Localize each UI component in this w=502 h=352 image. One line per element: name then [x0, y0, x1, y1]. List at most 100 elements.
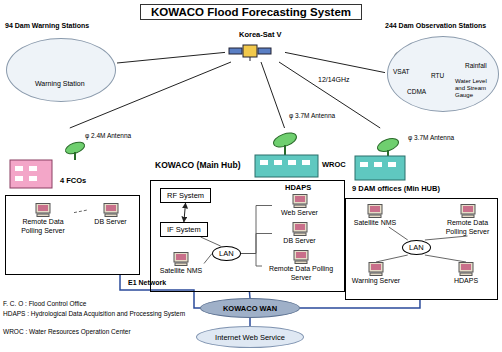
abbreviation-note: WROC : Water Resources Operation Center: [3, 328, 188, 336]
satellite-icon: [243, 45, 257, 57]
wroc-building: [260, 160, 268, 165]
node-text: KOWACO (Main Hub): [155, 160, 240, 170]
connector: [184, 203, 186, 222]
computer-icon: [364, 204, 386, 218]
computer-node: Web Server: [272, 194, 327, 217]
office-group: Remote Data Polling Server DB Server 4 FCO…: [5, 128, 140, 275]
station-cloud: 244 Dam Observation StationsVSATRainfall…: [385, 22, 500, 114]
computer-node: Remote Data Polling Server: [262, 250, 340, 282]
fco-building: [29, 166, 37, 171]
station-cloud: 94 Dam Warning StationsWarning Station: [5, 22, 117, 104]
computer-node: Satellite NMS: [158, 252, 204, 275]
lan-ellipse: LAN: [212, 246, 241, 261]
connector: [249, 318, 251, 326]
dam-antenna: [376, 136, 400, 156]
diagram-title: KOWACO Flood Forecasting System: [140, 4, 362, 20]
abbreviation-note: HDAPS : Hydrological Data Acquisition an…: [3, 310, 188, 318]
node-text: 4 FCOs: [60, 176, 86, 185]
node-text: 9 DAM offices (Min HUB): [352, 184, 440, 193]
connector: [201, 237, 221, 246]
connector: [74, 210, 88, 213]
node-text: RTU: [431, 72, 444, 80]
node-text: KOWACO WAN: [223, 304, 277, 313]
node-text: 94 Dam Warning Stations: [5, 22, 89, 30]
computer-node: HDAPS: [445, 262, 487, 285]
node-text: DB Server: [88, 217, 133, 226]
abbreviation-note: F. C. O : Flood Control Office: [3, 300, 188, 308]
computer-node: Remote Data Polling Server: [440, 204, 495, 236]
connector: [425, 236, 468, 240]
annotation-label: HDAPS: [285, 183, 311, 192]
node-text: LAN: [219, 249, 234, 258]
fco-building: [15, 176, 23, 181]
fco-building: [29, 176, 37, 181]
process-box: IF System: [160, 222, 208, 237]
connector: [389, 227, 408, 240]
node-text: Warning Server: [350, 276, 402, 285]
satellite-icon: [258, 48, 271, 54]
node-text: LAN: [409, 243, 424, 252]
node-text: DB Server: [272, 236, 327, 245]
computer-node: DB Server: [272, 222, 327, 245]
office-group: Satellite NMS LAN Remote Data Polling Serv…: [345, 128, 498, 300]
satellite-icon: [250, 57, 251, 61]
internet-cloud: Internet Web Service: [196, 326, 304, 348]
node-text: Water Level and Stream Gauge: [455, 78, 491, 100]
node-text: RF System: [167, 191, 204, 200]
computer-node: DB Server: [88, 203, 133, 226]
node-text: Internet Web Service: [215, 333, 285, 342]
connector: [117, 52, 225, 63]
satellite-icon: [229, 48, 242, 54]
computer-icon: [100, 203, 122, 217]
annotation-label: φ 2.4M Antenna: [85, 132, 131, 140]
computer-icon: [170, 252, 192, 266]
node-text: Satellite NMS: [158, 266, 204, 275]
connector: [241, 206, 272, 254]
computer-icon: [457, 204, 479, 218]
fco-building: [10, 160, 52, 188]
connector: [241, 254, 262, 267]
node-text: CDMA: [407, 88, 426, 96]
dam-building: [388, 162, 396, 167]
connector: [285, 52, 385, 72]
computer-node: Satellite NMS: [352, 204, 398, 227]
node-text: Remote Data Polling Server: [440, 218, 495, 236]
wroc-building: [255, 155, 318, 177]
annotation-label: 12/14GHz: [318, 76, 350, 84]
wan-cloud: KOWACO WAN: [200, 298, 300, 318]
annotation-label: WROC: [322, 160, 346, 169]
node-text: Rainfall: [465, 62, 487, 70]
computer-icon: [289, 194, 311, 208]
dam-antenna: [387, 150, 389, 156]
connector: [425, 255, 466, 262]
fco-antenna: [64, 140, 86, 160]
connector: [376, 255, 408, 262]
node-text: Web Server: [272, 208, 327, 217]
dam-building: [355, 156, 405, 180]
connector: [204, 254, 212, 264]
connector: [241, 234, 272, 254]
computer-node: Remote Data Polling Server: [12, 203, 74, 235]
node-outline: [6, 38, 116, 102]
connector: [279, 62, 380, 128]
connector: [261, 62, 285, 128]
computer-icon: [290, 250, 312, 264]
computer-icon: [365, 262, 387, 276]
computer-icon: [289, 222, 311, 236]
fco-antenna: [74, 152, 76, 160]
node-text: Korea-Sat V: [239, 30, 282, 39]
annotation-label: φ 3.7M Antenna: [408, 134, 454, 142]
dam-building: [360, 162, 368, 167]
node-text: Remote Data Polling Server: [262, 264, 340, 282]
node-text: Satellite NMS: [352, 218, 398, 227]
computer-icon: [455, 262, 477, 276]
annotation-label: E1 Network: [128, 279, 166, 287]
dam-building: [355, 156, 405, 180]
fco-building: [15, 166, 23, 171]
computer-icon: [32, 203, 54, 217]
node-text: IF System: [167, 225, 201, 234]
fco-building: [10, 160, 52, 188]
node-outline: [5, 195, 140, 275]
node-text: VSAT: [393, 68, 410, 76]
